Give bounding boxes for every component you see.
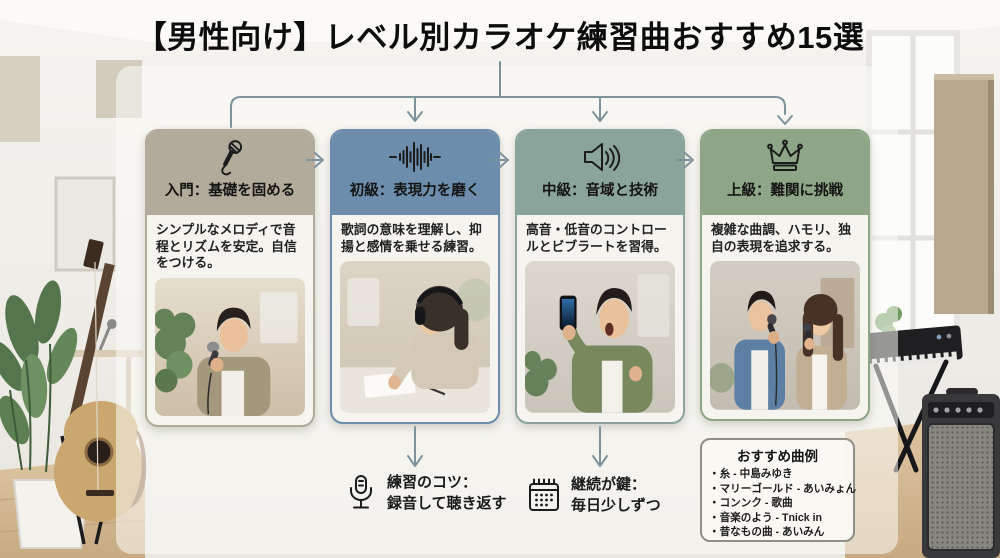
tip-consistency: 継続が鍵： 毎日少しずつ [526,474,661,516]
level-card-beginner: 入門：基礎を固める シンプルなメロディで音程とリズムを安定。自信をつける。 [145,129,315,427]
guitar-amp [922,388,1000,558]
song-item: ・昔なもの曲 - あいみん [709,526,825,539]
wall-mirror [54,176,116,272]
card-title: 上級：難関に挑戦 [727,183,843,199]
level-card-advanced: 上級：難関に挑戦 複雑な曲調、ハモリ、独自の表現を追求する。 [700,129,870,421]
photo-man-singing-with-mic [155,277,305,416]
photo-man-singing-with-phone [525,261,675,413]
recommended-songs-list: ・糸 - 中島みゆき ・マリーゴールド - あいみょん ・コンンク - 歌曲 ・… [709,467,857,540]
recommended-songs-title: おすすめ曲例 [737,449,818,464]
tip-line-1: 練習のコツ： [387,474,478,491]
card-header: 初級：表現力を磨く [332,131,498,215]
card-title: 中級：音域と技術 [542,183,658,199]
card-description: シンプルなメロディで音程とリズムを安定。自信をつける。 [156,222,297,271]
song-item: ・マリーゴールド - あいみょん [709,482,857,495]
potted-plant-left [0,280,90,549]
tip-text: 継続が鍵： 毎日少しずつ [571,474,661,516]
acoustic-panel-right [934,74,994,314]
card-description: 複雑な曲調、ハモリ、独自の表現を追求する。 [711,222,851,254]
ceiling [0,0,1000,42]
tip-recording: 練習のコツ： 録音して聴き返す [344,472,507,514]
song-item: ・糸 - 中島みゆき [709,468,793,480]
tip-line-1: 継続が鍵： [571,476,647,493]
recording-mic-icon [350,475,372,509]
card-description: 高音・低音のコントロールとビブラートを習得。 [526,222,667,254]
tip-line-2: 毎日少しずつ [571,497,661,514]
crown-icon [767,139,803,171]
photo-duet-couple-singing [710,261,860,410]
level-card-elementary: 初級：表現力を磨く 歌詞の意味を理解し、抑揚と感情を乗せる練習。 [330,129,500,424]
card-title: 初級：表現力を磨く [349,183,481,199]
tip-line-2: 録音して聴き返す [387,495,507,512]
page-title: 【男性向け】レベル別カラオケ練習曲おすすめ15選 [135,20,865,55]
card-description: 歌詞の意味を理解し、抑揚と感情を乗せる練習。 [341,222,482,254]
tip-text: 練習のコツ： 録音して聴き返す [387,472,507,514]
waveform-icon [389,142,441,172]
microphone-icon [221,140,243,176]
card-title: 入門：基礎を固める [164,183,296,199]
card-header: 上級：難関に挑戦 [702,131,868,215]
speaker-icon [584,143,620,171]
card-header: 入門：基礎を固める [147,131,313,215]
song-item: ・音楽のよう - Tnick in [709,511,823,524]
recommended-songs-box: おすすめ曲例 ・糸 - 中島みゆき ・マリーゴールド - あいみょん ・コンンク… [700,438,857,542]
level-card-intermediate: 中級：音域と技術 高音・低音のコントロールとビブラートを習得。 [515,129,685,424]
photo-woman-writing-lyrics [340,261,490,413]
song-item: ・コンンク - 歌曲 [709,497,793,510]
card-header: 中級：音域と技術 [517,131,683,215]
calendar-icon [529,478,559,511]
